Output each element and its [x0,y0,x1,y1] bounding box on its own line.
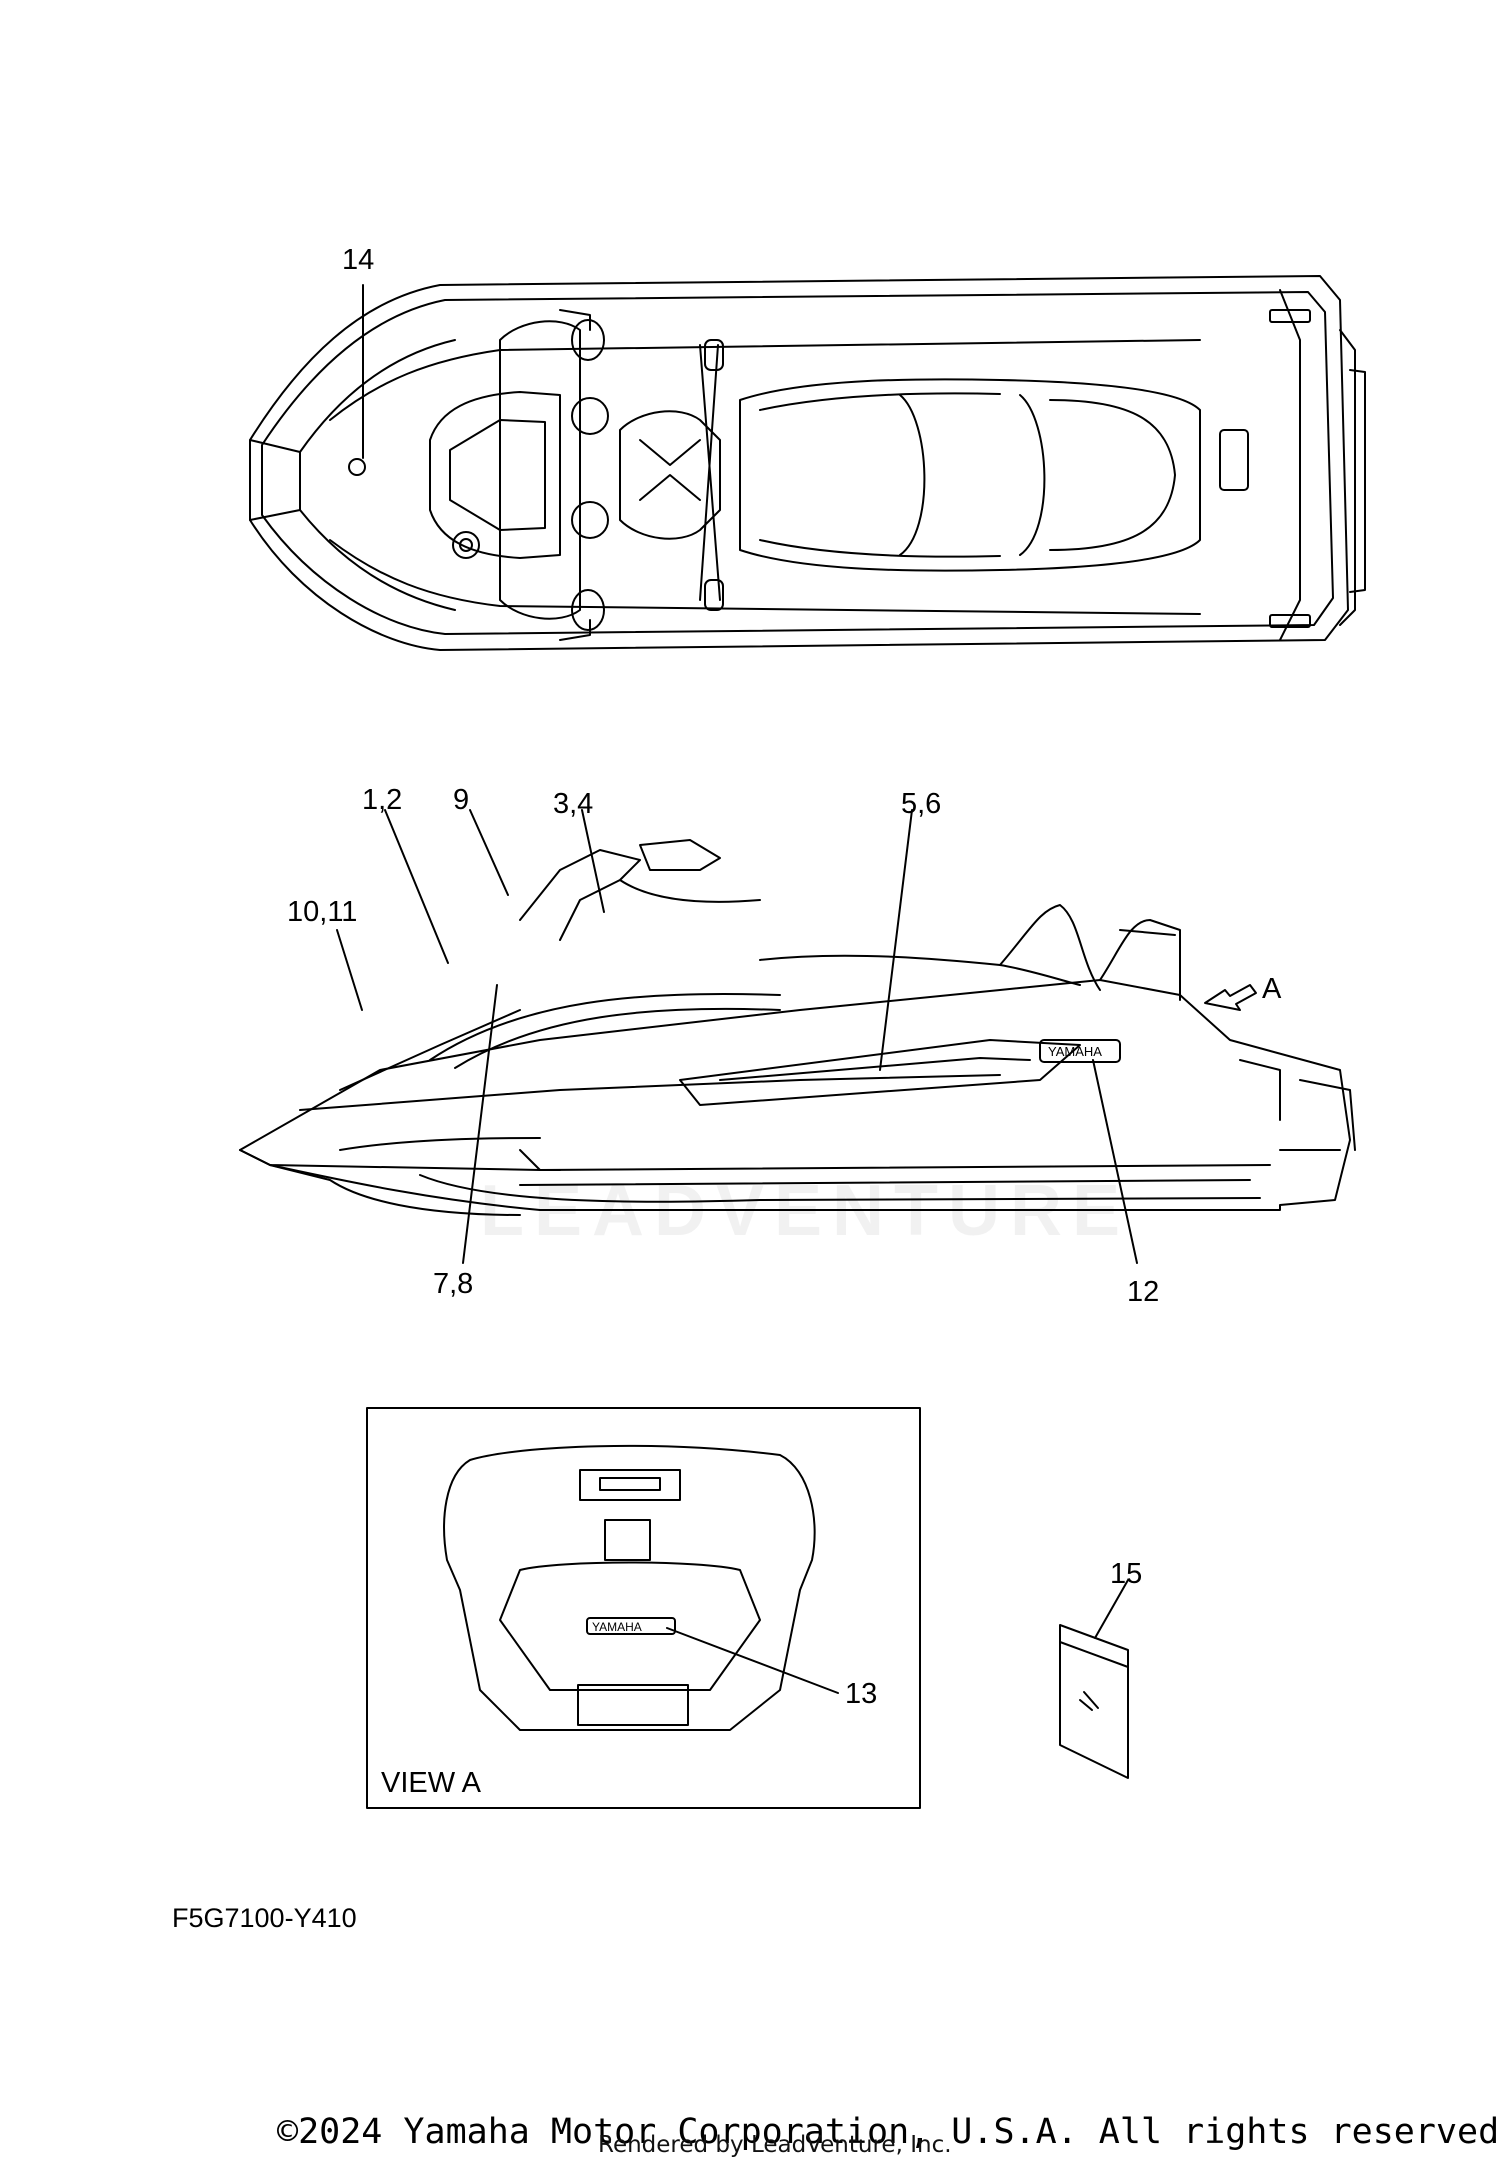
part-15-label [1059,1579,1129,1779]
callout-9: 9 [453,784,470,816]
callout-3-4: 3,4 [553,788,594,820]
callout-5-6: 5,6 [901,788,942,820]
copyright: ©2024 Yamaha Motor Corporation, U.S.A. A… [277,2112,1500,2152]
callout-13: 13 [845,1678,878,1710]
callout-7-8: 7,8 [433,1268,474,1300]
side-view-watercraft: YAMAHA [239,809,1356,1264]
callout-10-11: 10,11 [287,896,358,928]
callout-a: A [1262,973,1282,1005]
view-a-frame [366,1407,921,1809]
callout-1-2: 1,2 [362,784,403,816]
callout-14: 14 [342,244,375,276]
view-a-rear: YAMAHA [366,1407,921,1809]
rendered-by: Rendered by LeadVenture, Inc. [598,2132,952,2158]
hull-emblem-text: YAMAHA [1048,1044,1102,1059]
part-code: F5G7100-Y410 [172,1903,357,1933]
view-a-label: VIEW A [381,1767,481,1799]
rear-emblem-text: YAMAHA [592,1620,642,1634]
callout-12: 12 [1127,1276,1160,1308]
callout-15: 15 [1110,1558,1143,1590]
watermark: LEADVENTURE [480,1171,1131,1251]
top-view-watercraft [249,275,1366,651]
